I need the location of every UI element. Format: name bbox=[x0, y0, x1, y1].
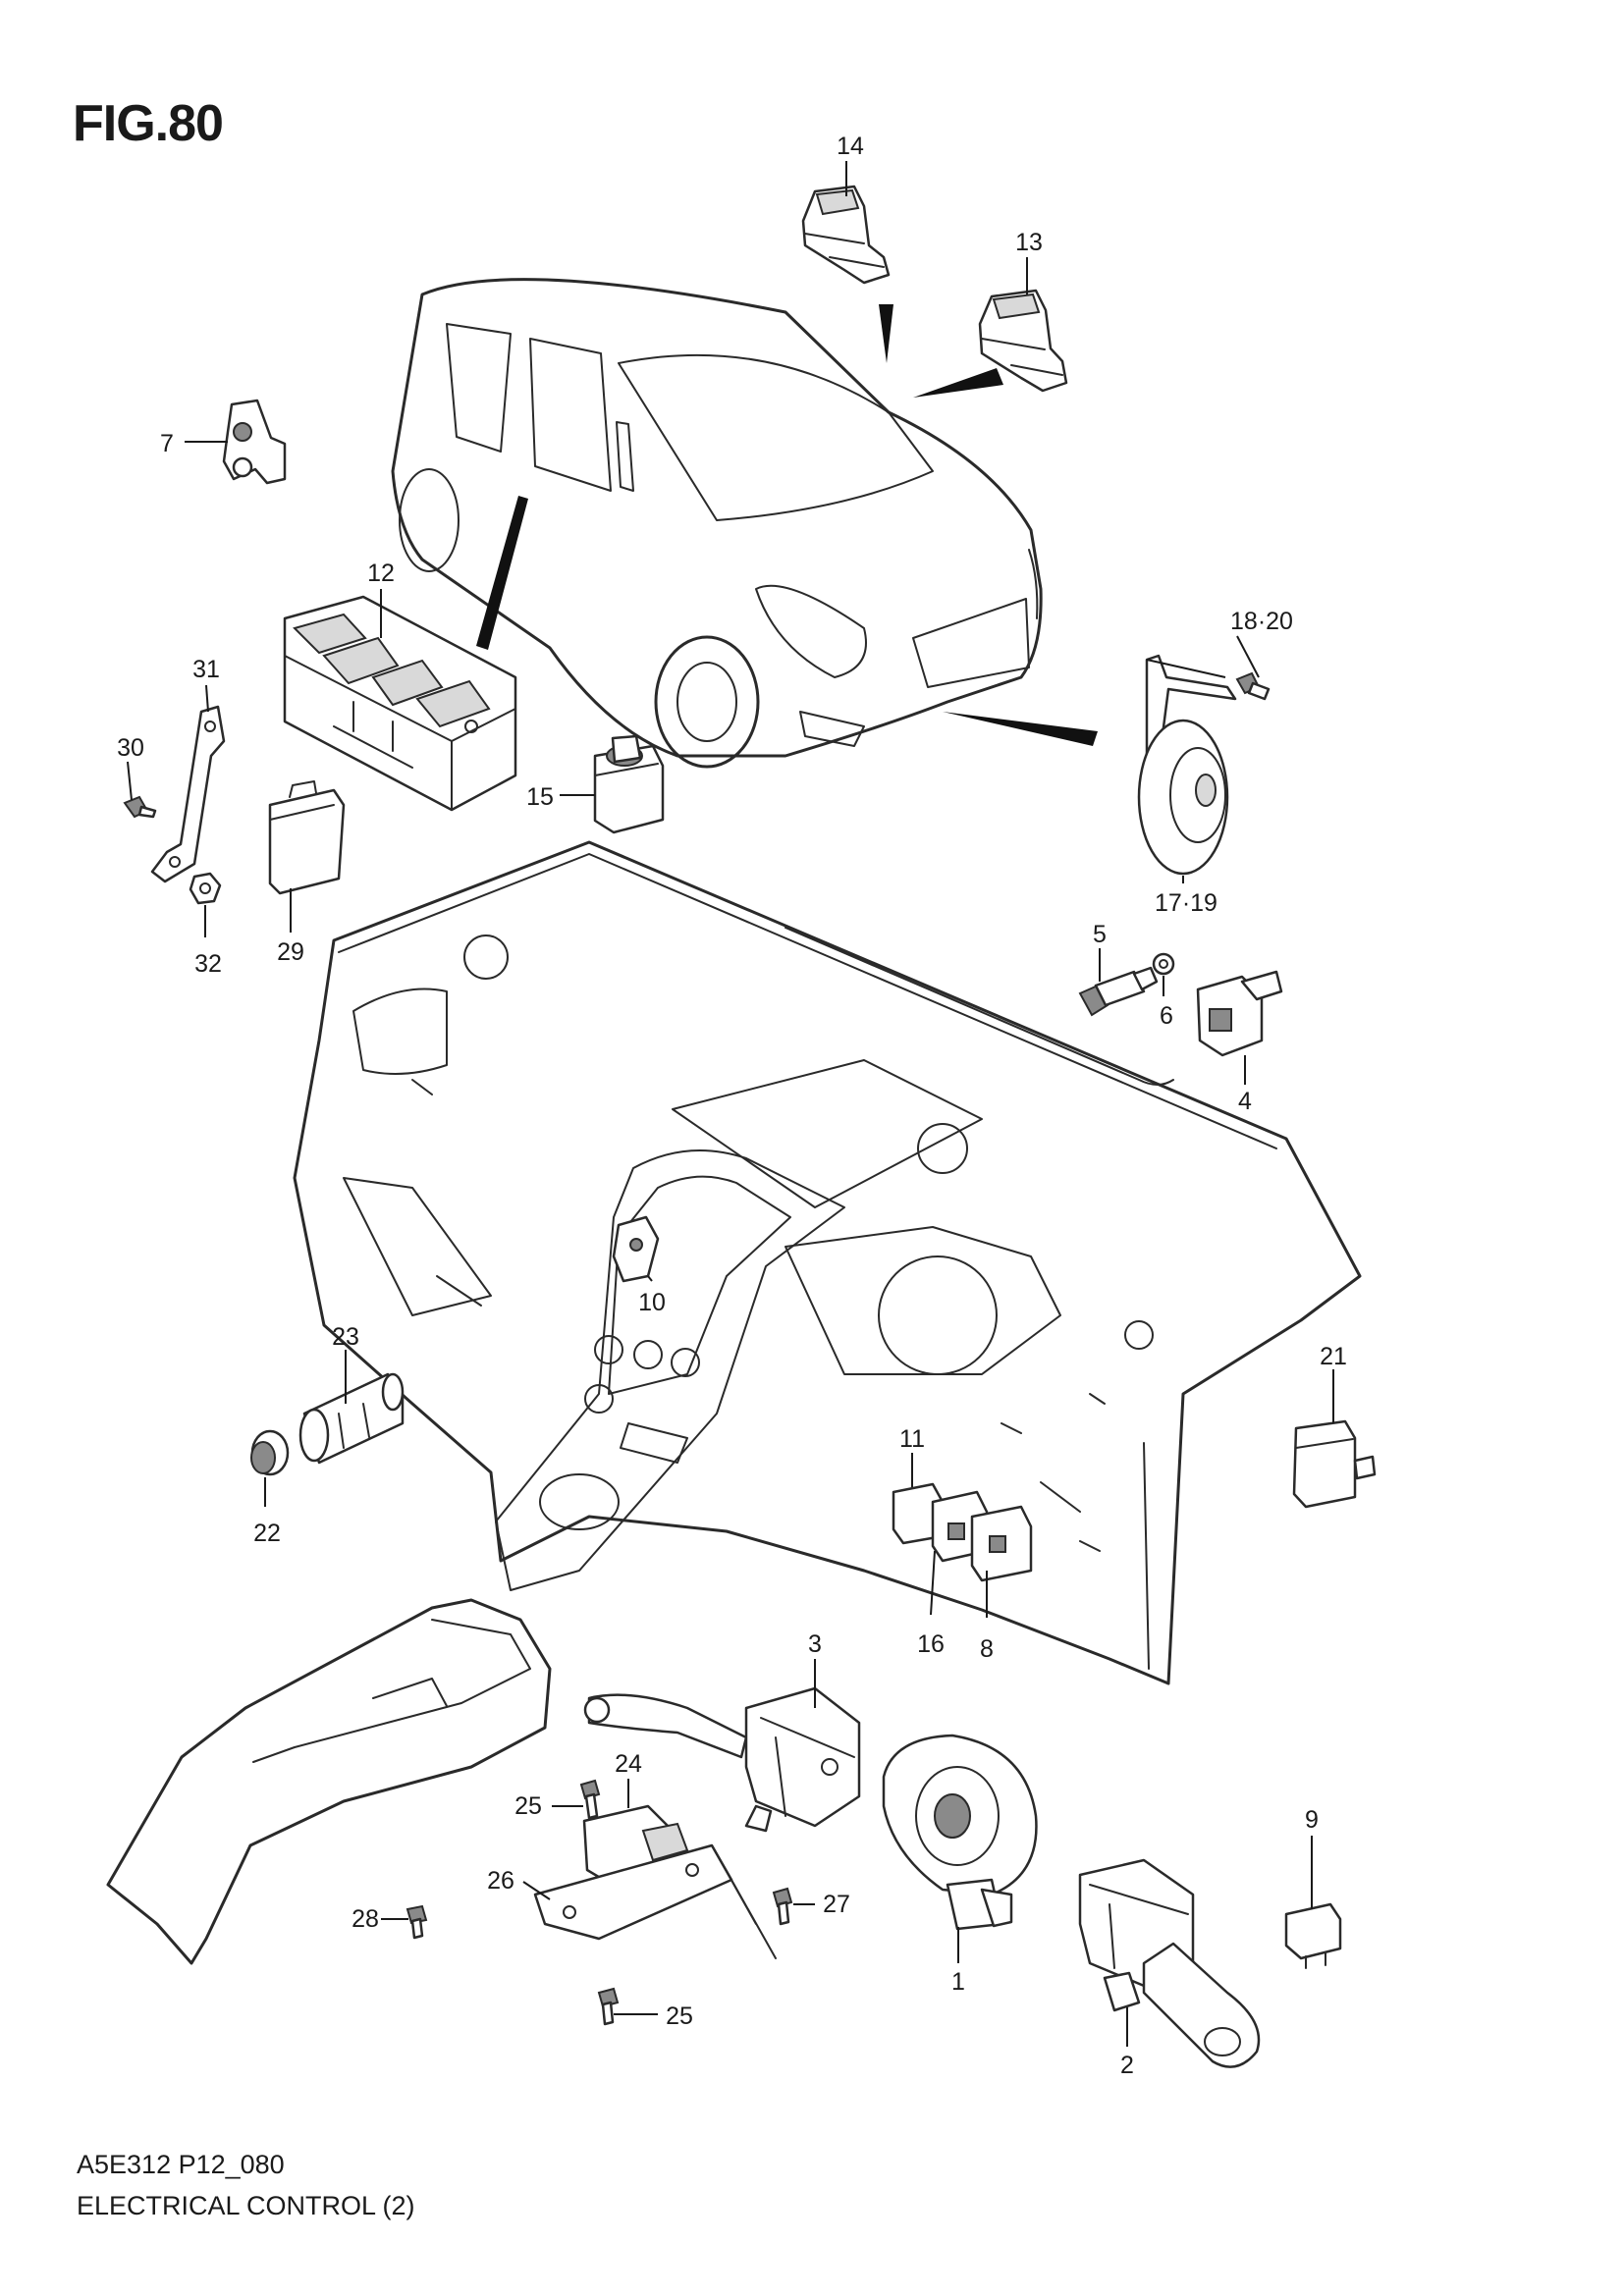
callout-labels: 14 13 7 12 18·20 31 30 15 17·19 32 29 5 … bbox=[117, 133, 1347, 2079]
diagram-code: A5E312 P12_080 bbox=[77, 2150, 285, 2179]
part-6-ring bbox=[1152, 952, 1175, 976]
callout-31: 31 bbox=[192, 656, 220, 683]
part-27-bolt bbox=[772, 1887, 793, 1926]
part-18-20-bolt bbox=[1235, 671, 1271, 701]
callout-22: 22 bbox=[253, 1520, 281, 1547]
part-21-relay bbox=[1292, 1419, 1377, 1509]
part-4-switch bbox=[1196, 970, 1283, 1057]
part-12-window-switch bbox=[283, 595, 517, 812]
part-28-bolt bbox=[406, 1904, 428, 1940]
callout-12: 12 bbox=[367, 560, 395, 587]
callout-25-lower: 25 bbox=[666, 2002, 693, 2030]
dashboard-illustration bbox=[293, 840, 1362, 1685]
callout-17-19: 17·19 bbox=[1155, 889, 1217, 917]
part-3-combination-switch bbox=[583, 1686, 861, 1833]
leader-lines bbox=[127, 161, 1334, 2047]
part-5-sensor bbox=[1078, 966, 1159, 1017]
callout-27: 27 bbox=[823, 1891, 850, 1918]
callout-26: 26 bbox=[487, 1867, 514, 1895]
part-32-nut bbox=[189, 872, 222, 905]
part-17-19-horn bbox=[1137, 654, 1237, 876]
callout-21: 21 bbox=[1320, 1343, 1347, 1370]
part-31-bracket bbox=[150, 705, 226, 883]
callout-15: 15 bbox=[526, 783, 554, 811]
part-30-bolt bbox=[123, 795, 157, 819]
diagram-caption: ELECTRICAL CONTROL (2) bbox=[77, 2191, 415, 2220]
part-2-combination-switch bbox=[1078, 1858, 1261, 2068]
callout-25-upper: 25 bbox=[514, 1792, 542, 1820]
part-26-bracket bbox=[533, 1843, 777, 1959]
callout-8: 8 bbox=[980, 1635, 994, 1663]
figure-title: FIG.80 bbox=[73, 95, 224, 152]
part-14-switch bbox=[801, 185, 891, 285]
callout-13: 13 bbox=[1015, 229, 1043, 256]
part-9-relay bbox=[1284, 1902, 1342, 1969]
callout-24: 24 bbox=[615, 1750, 642, 1778]
part-10-switch bbox=[612, 1215, 660, 1283]
callout-6: 6 bbox=[1160, 1002, 1173, 1030]
callout-32: 32 bbox=[194, 950, 222, 978]
part-25-bolt-lower bbox=[597, 1987, 620, 2026]
part-13-switch bbox=[978, 289, 1068, 393]
callout-18-20: 18·20 bbox=[1230, 608, 1293, 635]
part-29-module bbox=[268, 780, 346, 895]
callout-29: 29 bbox=[277, 938, 304, 966]
callout-14: 14 bbox=[837, 133, 864, 160]
part-22-cap bbox=[250, 1429, 290, 1476]
callout-30: 30 bbox=[117, 734, 144, 762]
callout-7: 7 bbox=[160, 430, 174, 457]
part-1-clock-spring bbox=[882, 1734, 1038, 1931]
console-illustration bbox=[106, 1598, 552, 1965]
callout-11: 11 bbox=[899, 1425, 925, 1453]
part-25-bolt-upper bbox=[579, 1779, 601, 1820]
callout-10: 10 bbox=[638, 1289, 666, 1316]
callout-16: 16 bbox=[917, 1630, 945, 1658]
callout-9: 9 bbox=[1305, 1806, 1319, 1834]
part-7-bracket bbox=[222, 399, 287, 485]
callout-5: 5 bbox=[1093, 921, 1107, 948]
callout-3: 3 bbox=[808, 1630, 822, 1658]
car-illustration bbox=[391, 278, 1098, 769]
callout-28: 28 bbox=[352, 1905, 379, 1933]
callout-2: 2 bbox=[1120, 2052, 1134, 2079]
callout-1: 1 bbox=[951, 1968, 965, 1996]
part-15-switch bbox=[593, 734, 665, 834]
part-11-16-8-switches bbox=[892, 1482, 1033, 1582]
callout-4: 4 bbox=[1238, 1088, 1252, 1115]
part-23-socket bbox=[298, 1372, 405, 1465]
callout-23: 23 bbox=[332, 1323, 359, 1351]
